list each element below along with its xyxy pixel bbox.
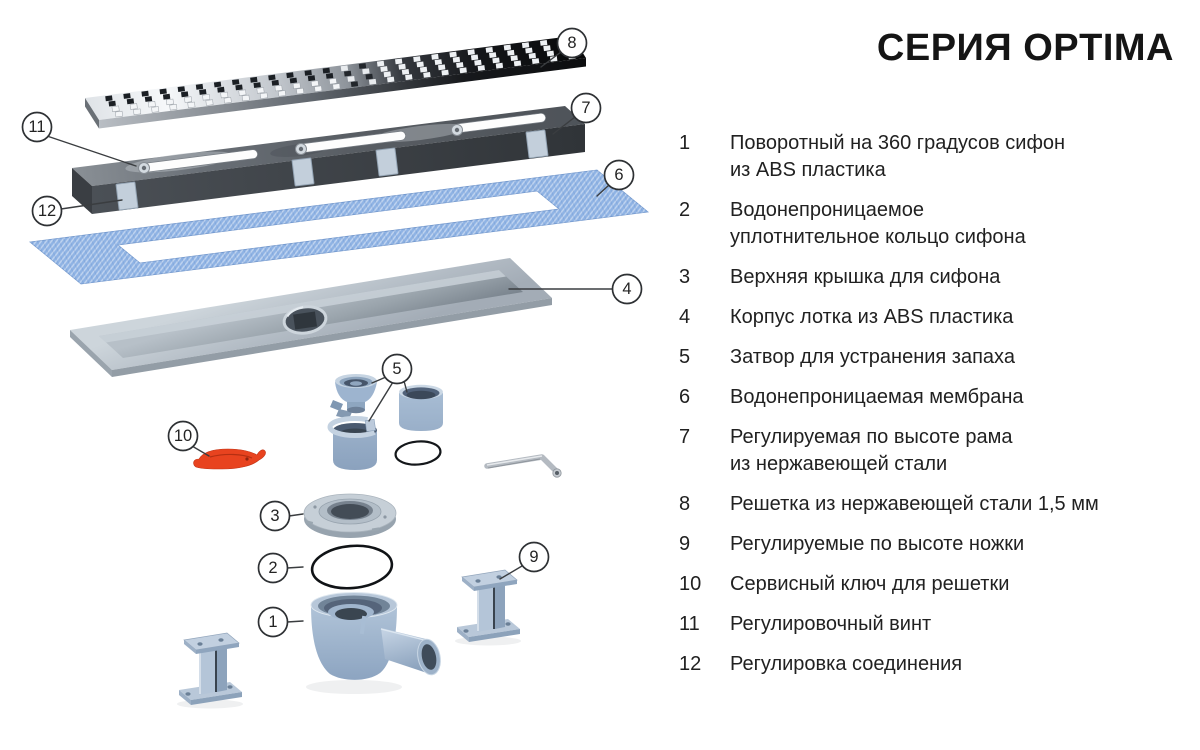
svg-text:2: 2 (268, 559, 277, 577)
legend-item-1: 1 Поворотный на 360 градусов сифон из ABS… (679, 130, 1184, 184)
legend-item-12: 12 Регулировка соединения (679, 651, 1184, 678)
foot-left-illustration (176, 632, 244, 710)
foot-right-illustration (454, 569, 522, 647)
legend-label: Сервисный ключ для решетки (730, 573, 1010, 595)
svg-text:6: 6 (614, 166, 623, 184)
legend-item-2: 2 Водонепроницаемое уплотнительное кольцо… (679, 197, 1184, 251)
connection-clips (115, 129, 549, 211)
legend-number: 11 (679, 613, 700, 635)
frame-illustration (72, 106, 585, 214)
parts-legend: 1 Поворотный на 360 градусов сифон из ABS… (679, 130, 1184, 691)
legend-label: Регулировочный винт (730, 613, 932, 635)
drain-hole (282, 305, 328, 335)
callout-3: 3 (259, 500, 304, 532)
legend-label: Регулировка соединения (730, 653, 963, 675)
legend-number: 7 (679, 426, 691, 448)
grate-holes (105, 37, 576, 118)
svg-text:7: 7 (581, 99, 590, 117)
legend-number: 1 (679, 132, 691, 154)
legend-item-4: 4 Корпус лотка из ABS пластика (679, 304, 1184, 331)
grate-illustration (85, 36, 586, 129)
svg-text:11: 11 (28, 118, 45, 136)
page-title: СЕРИЯ OPTIMA (876, 27, 1174, 69)
adjusting-screws (138, 124, 463, 174)
channel-body-illustration (70, 258, 552, 377)
svg-text:9: 9 (529, 548, 538, 566)
callout-12: 12 (31, 195, 123, 227)
svg-text:10: 10 (174, 427, 192, 445)
callout-1: 1 (257, 606, 304, 638)
odor-trap-parts-illustration (327, 374, 443, 470)
svg-text:8: 8 (567, 34, 576, 52)
legend-number: 10 (679, 573, 702, 595)
legend-label: Решетка из нержавеющей стали 1,5 мм (730, 493, 1099, 515)
legend-label: Поворотный на 360 градусов сифон из ABS … (730, 132, 1066, 181)
svg-text:3: 3 (270, 507, 279, 525)
legend-number: 6 (679, 386, 691, 408)
legend-label: Регулируемые по высоте ножки (730, 533, 1025, 555)
callout-5: 5 (368, 353, 413, 422)
legend-number: 3 (679, 266, 691, 288)
callout-9: 9 (499, 541, 550, 580)
legend-item-3: 3 Верхняя крышка для сифона (679, 264, 1184, 291)
small-o-ring (394, 440, 442, 466)
exploded-diagram: 8 7 11 12 6 (21, 27, 649, 710)
legend-label: Корпус лотка из ABS пластика (730, 306, 1014, 328)
legend-item-8: 8 Решетка из нержавеющей стали 1,5 мм (679, 491, 1184, 518)
legend-number: 8 (679, 493, 691, 515)
legend-item-7: 7 Регулируемая по высоте рама из нержавею… (679, 424, 1184, 478)
legend-label: Верхняя крышка для сифона (730, 266, 1001, 288)
siphon-body-illustration (306, 592, 441, 694)
legend-number: 2 (679, 199, 691, 221)
sealing-ring-illustration (310, 544, 394, 590)
legend-number: 9 (679, 533, 691, 555)
trap-cup-lower (327, 416, 383, 470)
legend-item-10: 10 Сервисный ключ для решетки (679, 571, 1184, 598)
legend-item-11: 11 Регулировочный винт (679, 611, 1184, 638)
callout-6: 6 (596, 159, 635, 197)
trap-cup-right (399, 384, 443, 431)
svg-text:1: 1 (268, 613, 277, 631)
callout-11: 11 (21, 111, 137, 167)
hex-key-illustration (484, 454, 562, 478)
callout-2: 2 (257, 552, 304, 584)
service-key-illustration (193, 448, 266, 470)
trap-funnel (330, 374, 377, 419)
legend-label: Регулируемая по высоте рама из нержавеющ… (730, 426, 1013, 475)
svg-text:5: 5 (392, 360, 401, 378)
svg-text:12: 12 (38, 202, 56, 220)
legend-label: Водонепроницаемая мембрана (730, 386, 1024, 408)
callout-8: 8 (540, 27, 588, 68)
legend-item-9: 9 Регулируемые по высоте ножки (679, 531, 1184, 558)
legend-number: 4 (679, 306, 691, 328)
callout-10: 10 (167, 420, 210, 457)
legend-item-6: 6 Водонепроницаемая мембрана (679, 384, 1184, 411)
legend-label: Затвор для устранения запаха (730, 346, 1015, 368)
siphon-cover-illustration (303, 493, 397, 538)
callout-7: 7 (552, 92, 602, 135)
svg-text:4: 4 (622, 280, 631, 298)
legend-label: Водонепроницаемое уплотнительное кольцо … (730, 199, 1026, 248)
legend-item-5: 5 Затвор для устранения запаха (679, 344, 1184, 371)
legend-number: 12 (679, 653, 702, 675)
membrane-illustration (29, 169, 649, 285)
legend-number: 5 (679, 346, 691, 368)
callout-4: 4 (508, 273, 643, 305)
